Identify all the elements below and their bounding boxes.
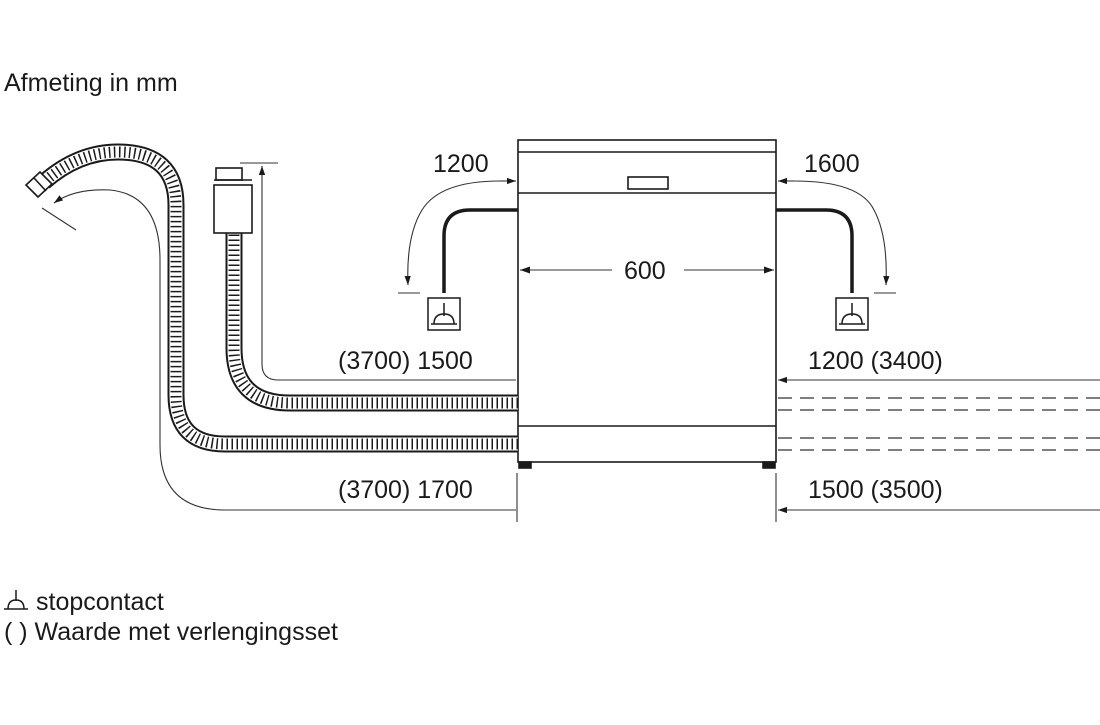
socket-left-icon [427,297,461,331]
inlet-hose-left-length: (3700) 1500 [338,347,473,375]
drain-hose [38,143,518,453]
appliance-width: 600 [624,257,666,285]
extension-lines [516,473,777,522]
drain-hose-end-icon [24,170,54,199]
legend-parentheses-label: ( ) Waarde met verlengingsset [4,618,338,646]
hose-extensions-right [778,397,1100,451]
aquastop-valve-icon [213,167,253,234]
legend-socket-label: stopcontact [36,588,164,616]
inlet-hose [225,232,518,412]
right-cable-dimension [778,177,896,294]
dishwasher-outline [517,139,777,463]
drain-hose-right-length: 1500 (3500) [808,476,943,504]
left-cable-dimension [398,177,516,294]
drain-hose-left-length: (3700) 1700 [338,476,473,504]
drain-length-dimension [41,189,516,511]
inlet-height-dimension [240,162,516,381]
unit-caption: Afmeting in mm [4,69,178,97]
foot-right [762,461,776,469]
power-cable-left [442,208,518,293]
right-cable-length: 1600 [804,150,860,178]
socket-right-icon [835,297,869,331]
legend-socket-icon [4,590,28,610]
control-display [627,176,669,190]
power-cable-right [776,208,854,293]
dishwasher [517,139,777,469]
right-hose-dimensions [778,376,1100,514]
inlet-hose-right-length: 1200 (3400) [808,347,943,375]
left-cable-length: 1200 [433,150,489,178]
foot-left [518,461,532,469]
